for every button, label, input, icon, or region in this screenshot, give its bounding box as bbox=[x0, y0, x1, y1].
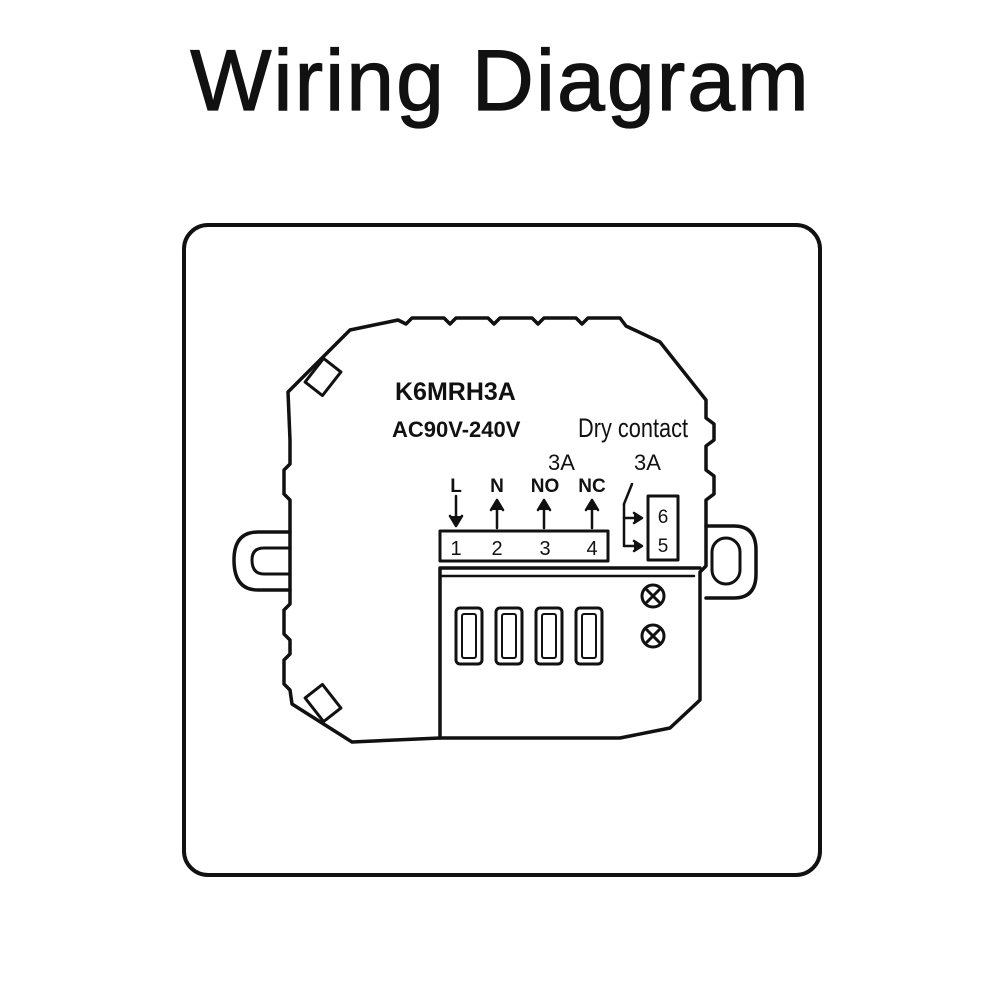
page-title: Wiring Diagram bbox=[190, 33, 811, 129]
relay-rating-label: 3A bbox=[548, 450, 575, 475]
terminal-slot-2 bbox=[494, 606, 524, 666]
arrow-no bbox=[536, 498, 552, 530]
arrow-nc bbox=[584, 498, 600, 530]
terminal-housing bbox=[438, 566, 702, 740]
arrow-n bbox=[489, 498, 505, 530]
terminal-label-no: NO bbox=[531, 476, 560, 497]
terminal-label-l: L bbox=[450, 476, 462, 497]
terminal-slot-4 bbox=[574, 606, 604, 666]
dry-contact-label: Dry contact bbox=[578, 413, 688, 443]
terminal-number-4: 4 bbox=[586, 538, 597, 560]
module-body bbox=[282, 316, 716, 744]
right-ear-slot bbox=[710, 536, 742, 586]
dry-contact-number-6: 6 bbox=[658, 507, 669, 528]
screw-top bbox=[640, 583, 666, 609]
dry-contact-rating-label: 3A bbox=[634, 450, 661, 475]
screw-top-cross bbox=[645, 588, 661, 604]
arrow-l bbox=[448, 494, 464, 528]
terminal-slot-3 bbox=[534, 606, 564, 666]
screw-bottom bbox=[640, 623, 666, 649]
voltage-label: AC90V-240V bbox=[392, 417, 521, 442]
dry-contact-strip bbox=[646, 494, 680, 562]
left-ear-slot bbox=[250, 546, 292, 576]
terminal-slot-1 bbox=[454, 606, 484, 666]
terminal-number-2: 2 bbox=[491, 538, 502, 560]
terminal-slot-2-inner bbox=[501, 613, 517, 659]
terminal-number-strip bbox=[438, 529, 610, 563]
screw-bottom-cross bbox=[645, 628, 661, 644]
top-left-clip bbox=[303, 356, 343, 398]
terminal-label-nc: NC bbox=[578, 476, 606, 497]
terminal-number-1: 1 bbox=[450, 538, 461, 560]
terminal-number-3: 3 bbox=[539, 538, 550, 560]
model-label: K6MRH3A bbox=[395, 378, 516, 406]
right-mounting-ear bbox=[704, 524, 758, 600]
terminal-slot-1-inner bbox=[461, 613, 477, 659]
terminal-slot-3-inner bbox=[541, 613, 557, 659]
bottom-left-clip bbox=[303, 682, 343, 724]
dry-contact-number-5: 5 bbox=[658, 536, 669, 557]
terminal-slot-4-inner bbox=[581, 613, 597, 659]
dry-contact-switch-icon bbox=[622, 482, 644, 553]
left-mounting-ear bbox=[232, 530, 292, 592]
wall-plate bbox=[182, 223, 822, 877]
terminal-label-n: N bbox=[490, 476, 504, 497]
